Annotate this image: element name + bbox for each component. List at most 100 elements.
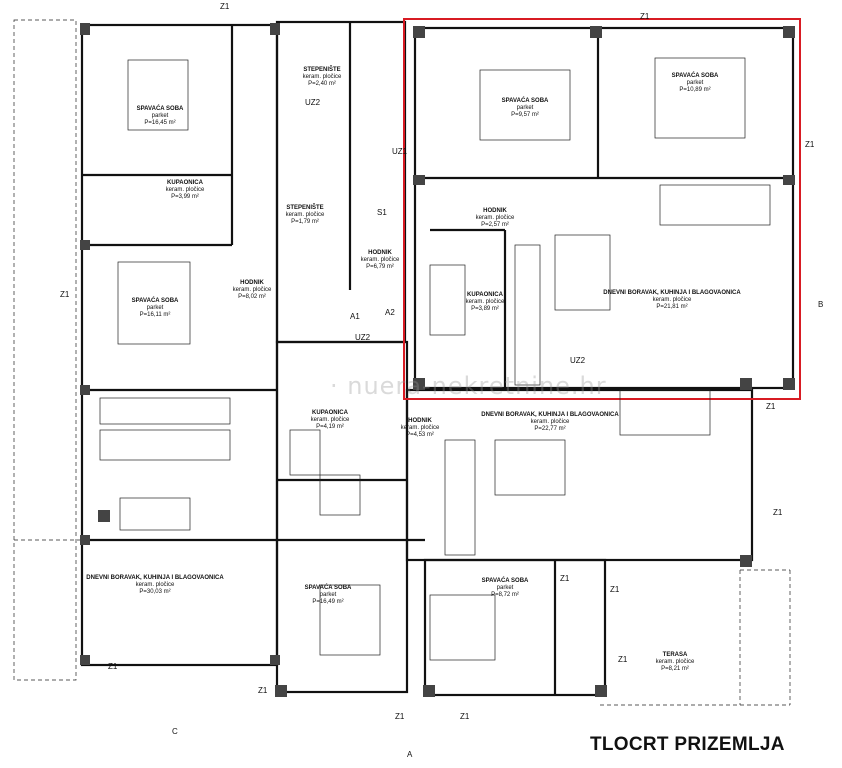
room-name: SPAVAĆA SOBA (136, 106, 184, 112)
room-name: HODNIK (368, 250, 392, 256)
room-floor: keram. pločice (360, 257, 400, 263)
window-tag: Z1 (108, 662, 118, 671)
room-area: P=1,79 m² (291, 219, 319, 225)
window-tag: Z1 (766, 402, 776, 411)
room-area: P=30,03 m² (139, 589, 171, 595)
room-floor: parket (319, 592, 337, 598)
room-floor: keram. pločice (465, 299, 505, 305)
room-area: P=16,45 m² (144, 120, 176, 126)
room-name: KUPAONICA (312, 410, 348, 416)
room-name: DNEVNI BORAVAK, KUHINJA I BLAGOVAONICA (481, 412, 619, 418)
window-tag: Z1 (610, 585, 620, 594)
window-tag: Z1 (773, 508, 783, 517)
room-area: P=8,02 m² (238, 294, 266, 300)
window-tag: Z1 (395, 712, 405, 721)
room-area: P=10,89 m² (679, 87, 711, 93)
room-floor: keram. pločice (652, 297, 692, 303)
room-floor: parket (146, 305, 164, 311)
room-name: KUPAONICA (167, 180, 203, 186)
window-tag: Z1 (640, 12, 650, 21)
door-tag: UZ2 (570, 356, 586, 365)
window-tag: Z1 (258, 686, 268, 695)
door-tag: UZ1 (392, 147, 408, 156)
room-floor: keram. pločice (475, 215, 515, 221)
room-name: SPAVAĆA SOBA (304, 585, 352, 591)
window-tag: Z1 (618, 655, 628, 664)
room-floor: parket (516, 105, 534, 111)
room-name: SPAVAĆA SOBA (131, 298, 179, 304)
room-area: P=8,21 m² (661, 666, 689, 672)
room-name: HODNIK (408, 418, 432, 424)
room-name: STEPENIŠTE (286, 205, 324, 211)
room-area: P=6,79 m² (366, 264, 394, 270)
window-tag: Z1 (60, 290, 70, 299)
room-floor: keram. pločice (530, 419, 570, 425)
room-area: P=9,57 m² (511, 112, 539, 118)
door-tag: UZ2 (305, 98, 321, 107)
section-tag: A1 (350, 312, 360, 321)
room-area: P=4,53 m² (406, 432, 434, 438)
section-tag: A (407, 750, 413, 759)
room-area: P=22,77 m² (534, 426, 566, 432)
room-area: P=2,40 m² (308, 81, 336, 87)
room-name: STEPENIŠTE (303, 67, 341, 73)
room-name: SPAVAĆA SOBA (481, 578, 529, 584)
room-area: P=2,57 m² (481, 222, 509, 228)
room-area: P=4,19 m² (316, 424, 344, 430)
window-tag: Z1 (805, 140, 815, 149)
window-tag: Z1 (560, 574, 570, 583)
room-floor: parket (151, 113, 169, 119)
door-tag: UZ2 (355, 333, 371, 342)
drawing-title: TLOCRT PRIZEMLJA (590, 734, 785, 755)
room-floor: keram. pločice (310, 417, 350, 423)
room-area: P=3,89 m² (471, 306, 499, 312)
room-floor: keram. pločice (285, 212, 325, 218)
section-tag: A2 (385, 308, 395, 317)
room-floor: keram. pločice (165, 187, 205, 193)
room-floor: keram. pločice (655, 659, 695, 665)
room-floor: parket (686, 80, 704, 86)
room-name: HODNIK (240, 280, 264, 286)
room-floor: keram. pločice (400, 425, 440, 431)
room-name: SPAVAĆA SOBA (671, 73, 719, 79)
room-floor: parket (496, 585, 514, 591)
room-name: SPAVAĆA SOBA (501, 98, 549, 104)
room-floor: keram. pločice (135, 582, 175, 588)
room-name: DNEVNI BORAVAK, KUHINJA I BLAGOVAONICA (86, 575, 224, 581)
room-name: DNEVNI BORAVAK, KUHINJA I BLAGOVAONICA (603, 290, 741, 296)
room-area: P=16,49 m² (312, 599, 344, 605)
room-area: P=8,72 m² (491, 592, 519, 598)
section-tag: B (818, 300, 824, 309)
watermark: · nuera-nekretnine.hr (330, 372, 607, 400)
room-floor: keram. pločice (232, 287, 272, 293)
window-tag: Z1 (460, 712, 470, 721)
room-area: P=3,99 m² (171, 194, 199, 200)
room-name: TERASA (662, 652, 688, 658)
section-tag: C (172, 727, 178, 736)
room-floor: keram. pločice (302, 74, 342, 80)
room-area: P=16,11 m² (139, 312, 171, 318)
room-name: HODNIK (483, 208, 507, 214)
door-tag: S1 (377, 208, 387, 217)
room-area: P=21,81 m² (656, 304, 688, 310)
